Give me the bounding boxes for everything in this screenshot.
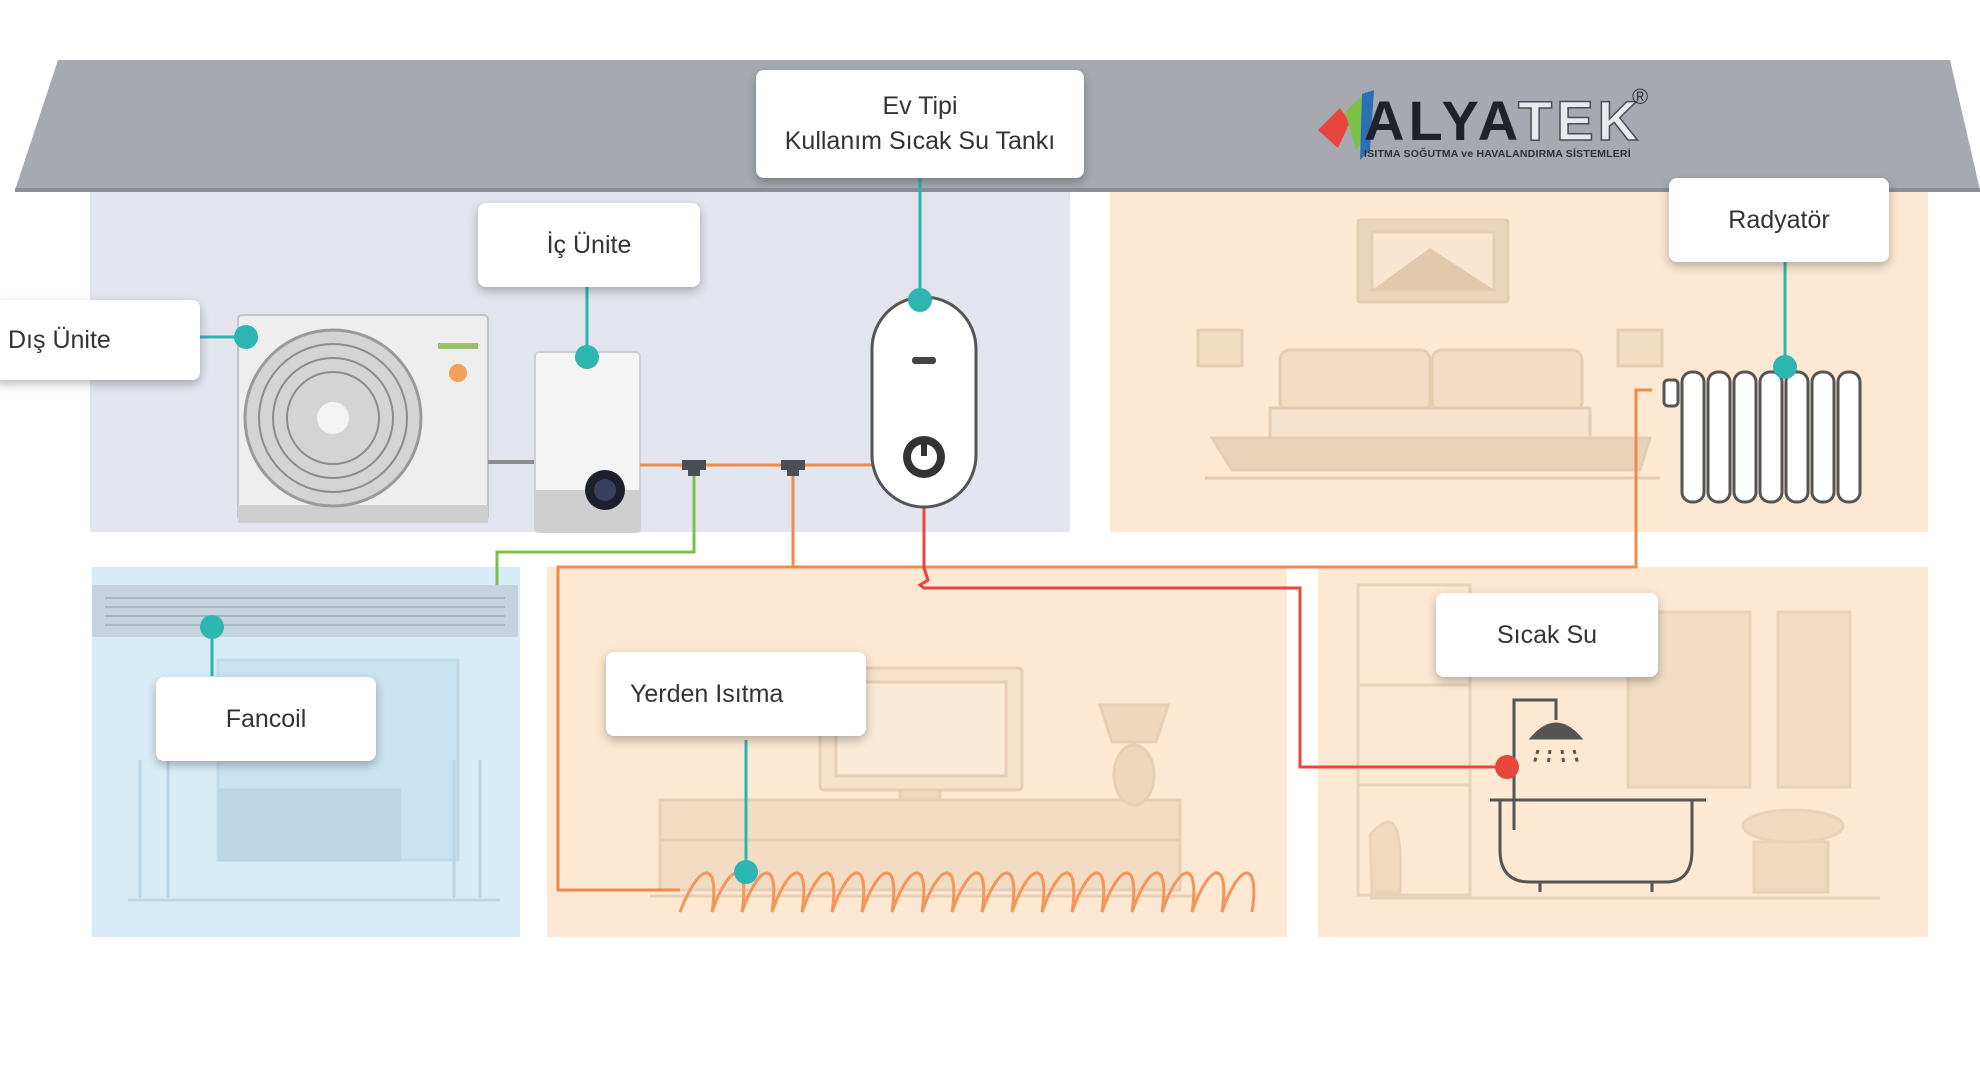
label-yerden-isitma: Yerden Isıtma [606, 652, 866, 736]
label-tank-line2: Kullanım Sıcak Su Tankı [784, 127, 1056, 155]
label-dis-unite-text: Dış Ünite [8, 325, 111, 354]
registered-mark: ® [1632, 84, 1649, 109]
hot-water-dot [1495, 755, 1519, 779]
bedroom-furniture [1196, 218, 1664, 480]
label-sicak-su: Sıcak Su [1436, 593, 1658, 677]
label-ic-unite-text: İç Ünite [546, 230, 632, 259]
label-radyator-text: Radyatör [1728, 205, 1830, 234]
label-fancoil-text: Fancoil [225, 704, 307, 733]
hot-water-tank [870, 295, 978, 509]
orange-supply-pipes [556, 388, 1652, 892]
red-hot-water-pipe [917, 500, 1507, 769]
outdoor-unit [237, 314, 489, 523]
label-radyator: Radyatör [1669, 178, 1889, 262]
floor-heating-coil [678, 871, 1256, 913]
logo-tagline: ISITMA SOĞUTMA ve HAVALANDIRMA SİSTEMLER… [1364, 148, 1631, 160]
logo-wordmark: ALYATEK [1364, 88, 1642, 153]
label-ic-unite: İç Ünite [478, 203, 700, 287]
label-fancoil: Fancoil [156, 677, 376, 761]
label-tank-line1: Ev Tipi [882, 92, 958, 120]
fancoil-unit [92, 585, 518, 637]
label-dis-unite: Dış Ünite [0, 300, 200, 380]
green-fancoil-pipe [495, 465, 696, 585]
label-yerden-isitma-text: Yerden Isıtma [630, 679, 784, 708]
radiator [1662, 370, 1862, 504]
logo-name-light: TEK [1517, 88, 1643, 153]
alyatek-logo-mark [1318, 90, 1374, 160]
indoor-unit [534, 351, 641, 533]
connector-dots [200, 288, 1797, 884]
alyatek-logo: ALYATEK ® ISITMA SOĞUTMA ve HAVALANDIRMA… [1312, 84, 1672, 168]
shower-bathtub [1490, 698, 1706, 892]
pipe-valves [682, 460, 805, 476]
fancoil-grille [105, 597, 505, 626]
logo-name-dark: ALYA [1364, 89, 1519, 152]
label-sicak-su-text: Sıcak Su [1496, 620, 1598, 649]
label-hot-water-tank: Ev Tipi Kullanım Sıcak Su Tankı [756, 70, 1084, 178]
